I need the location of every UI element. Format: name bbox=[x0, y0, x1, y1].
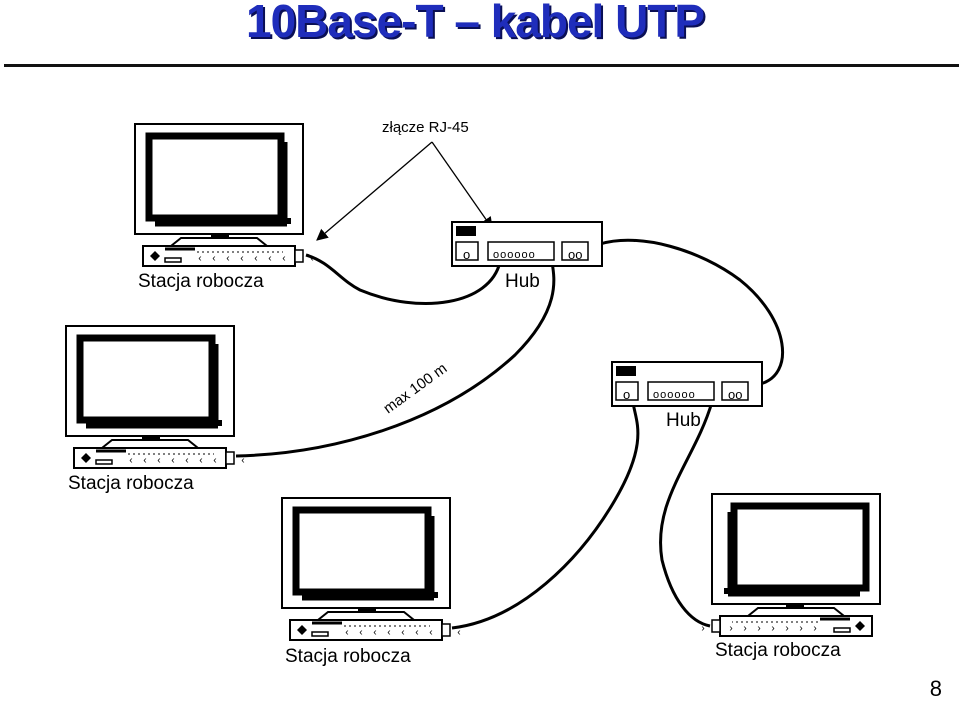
workstation-4: Stacja robocza bbox=[699, 494, 880, 661]
connector-arrow-left bbox=[316, 141, 433, 241]
hub-1-label: Hub bbox=[505, 271, 540, 292]
title-divider bbox=[4, 64, 959, 67]
hub-1: o oooooo oo Hub bbox=[451, 221, 603, 292]
cable-ws3-hub2 bbox=[451, 401, 640, 630]
workstation-1-label: Stacja robocza bbox=[138, 271, 264, 292]
hub-2-small-port: o bbox=[623, 387, 630, 402]
workstation-3-label: Stacja robocza bbox=[285, 646, 411, 667]
hub-2-label: Hub bbox=[666, 410, 701, 431]
cable-ws1-hub1 bbox=[305, 253, 502, 305]
slide-title: 10Base-T – kabel UTP bbox=[246, 0, 705, 47]
cable-length-label: max 100 m bbox=[380, 360, 450, 417]
workstation-2: Stacja robocza bbox=[66, 326, 247, 494]
hub-2-uplink: oo bbox=[728, 387, 742, 402]
hub-1-uplink: oo bbox=[568, 247, 582, 262]
connector-arrow-right bbox=[431, 141, 493, 229]
hub-1-small-port: o bbox=[463, 247, 470, 262]
workstation-1: Stacja robocza bbox=[135, 124, 316, 292]
hub-2-ports: oooooo bbox=[653, 389, 696, 401]
cable-hub1-hub2 bbox=[599, 238, 784, 386]
hub-1-ports: oooooo bbox=[493, 249, 536, 261]
workstation-3: Stacja robocza bbox=[282, 498, 463, 667]
page-number: 8 bbox=[929, 676, 942, 701]
workstation-4-label: Stacja robocza bbox=[715, 640, 841, 661]
cable-ws4-hub2 bbox=[659, 401, 714, 628]
connector-label: złącze RJ-45 bbox=[382, 119, 469, 136]
hub-2: o oooooo oo Hub bbox=[611, 361, 763, 431]
workstation-2-label: Stacja robocza bbox=[68, 473, 194, 494]
cable-ws2-hub1 bbox=[235, 261, 556, 458]
